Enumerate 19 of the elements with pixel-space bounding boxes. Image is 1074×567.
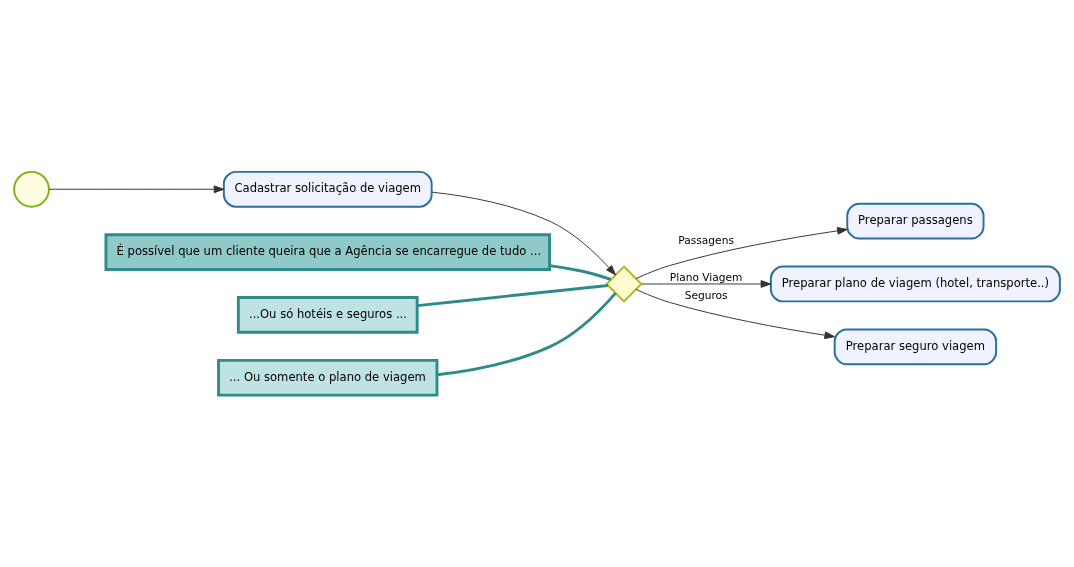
edge-label: Passagens xyxy=(678,234,734,248)
node-circle xyxy=(13,170,50,208)
arrow xyxy=(635,227,848,280)
arrow xyxy=(431,191,616,276)
edge-label: Plano Viagem xyxy=(669,270,743,284)
arrow xyxy=(641,280,772,288)
node-box: É possível que um cliente queira que a Agência se encarregue de tudo ... xyxy=(104,233,551,271)
node-box: Cadastrar solicitação de viagem xyxy=(222,170,433,208)
node-box: Preparar plano de viagem (hotel, transporte..) xyxy=(769,265,1061,303)
connector xyxy=(437,292,617,377)
node-box: Preparar seguro viagem xyxy=(833,328,998,366)
edge-label: Seguros xyxy=(684,289,728,303)
arrow xyxy=(635,288,836,340)
connector xyxy=(549,264,612,281)
arrow xyxy=(48,185,225,194)
node-box: ... Ou somente o plano de viagem xyxy=(217,358,439,397)
node-box: ...Ou só hotéis e seguros ... xyxy=(236,296,419,334)
node-box: Preparar passagens xyxy=(846,202,985,240)
connector xyxy=(417,284,609,308)
